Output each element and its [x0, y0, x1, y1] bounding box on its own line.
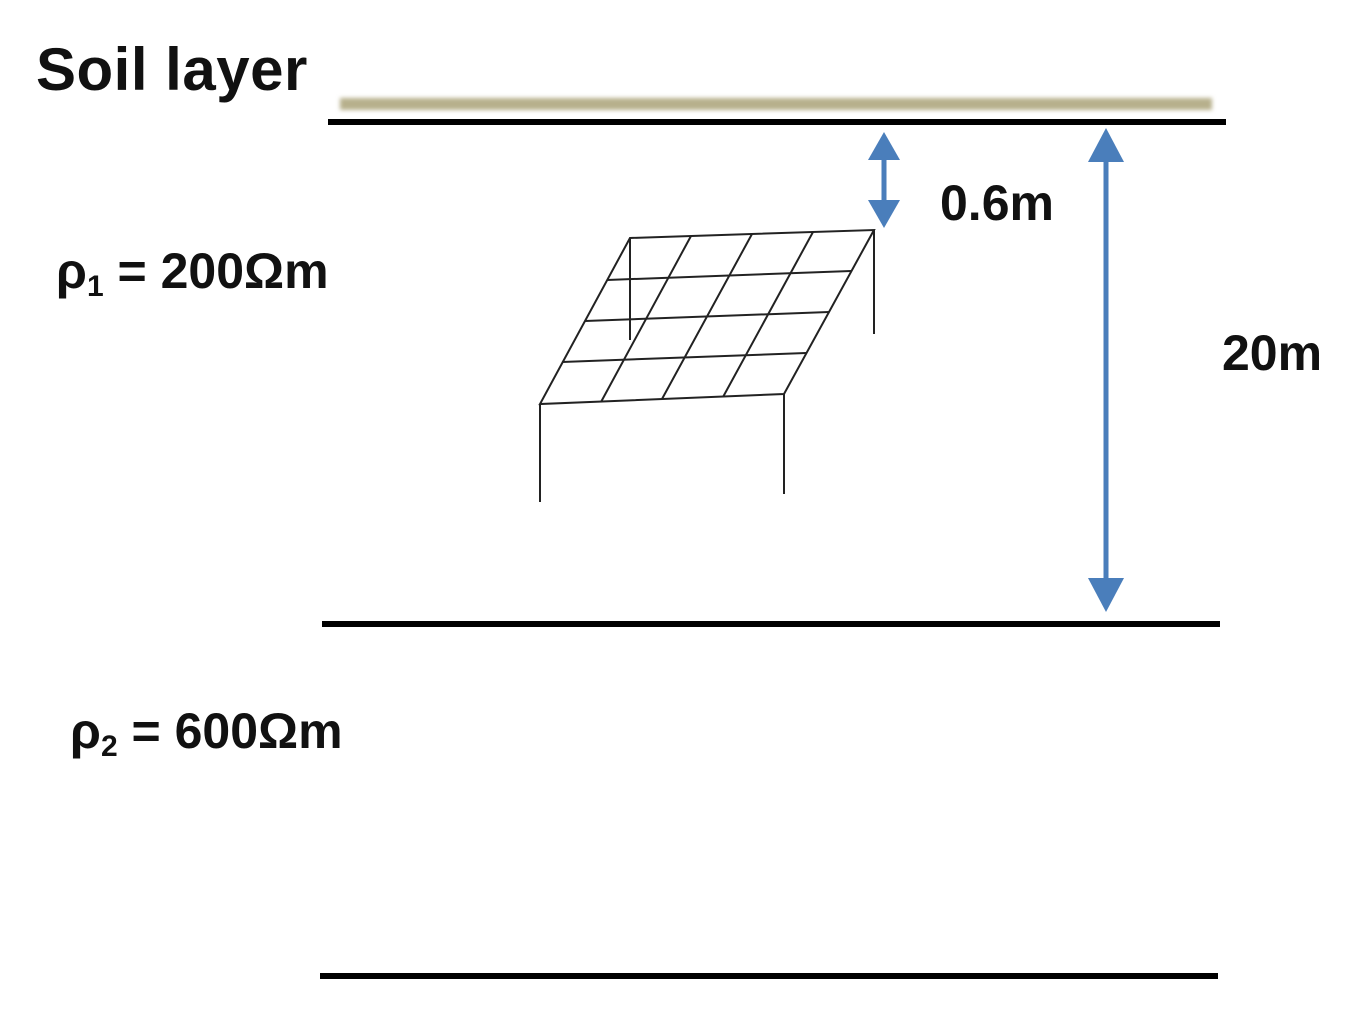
layer1-resistivity-label: ρ1 = 200Ωm	[56, 243, 329, 302]
rho2-symbol: ρ	[70, 703, 101, 759]
layer-thickness-label: 20m	[1222, 325, 1323, 381]
rho1-subscript: 1	[86, 270, 104, 303]
soil-layer-title: Soil layer	[36, 36, 308, 103]
rho1-symbol: ρ	[56, 243, 87, 299]
ground-surface-strip	[340, 98, 1212, 110]
burial-depth-label: 0.6m	[940, 175, 1054, 231]
layer-thickness-arrow-icon	[1088, 128, 1124, 612]
grounding-grid-icon	[538, 228, 876, 502]
layer2-resistivity-label: ρ2 = 600Ωm	[70, 703, 343, 762]
rho1-value: = 200Ωm	[103, 243, 329, 299]
rho2-value: = 600Ωm	[117, 703, 343, 759]
rho2-subscript: 2	[100, 730, 118, 763]
burial-depth-arrow-icon	[868, 132, 900, 228]
